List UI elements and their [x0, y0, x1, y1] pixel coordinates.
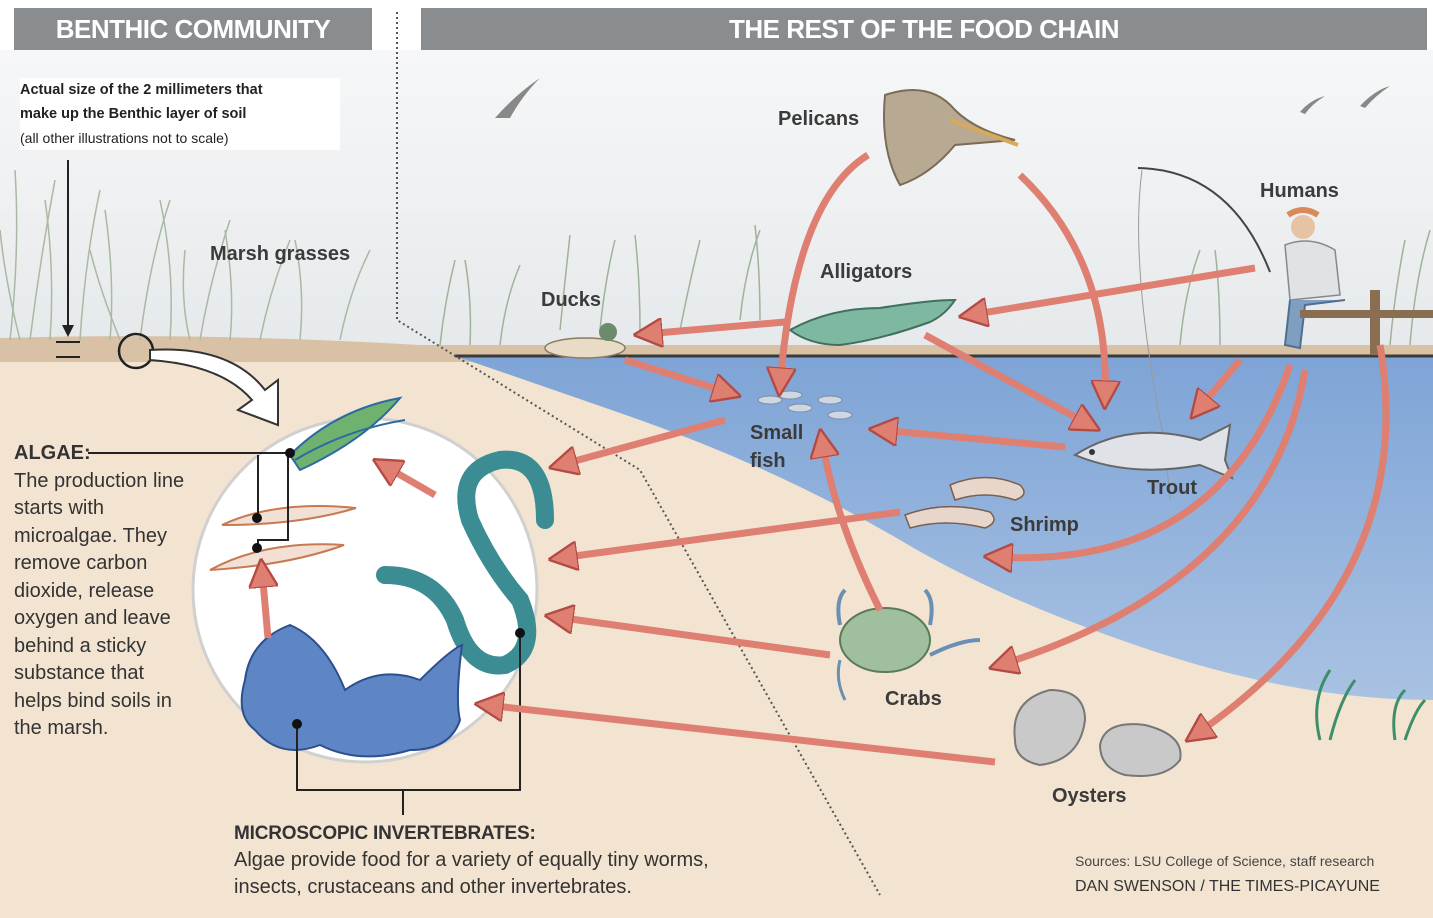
sources-text: Sources: LSU College of Science, staff r… [1075, 853, 1374, 869]
label-alligators: Alligators [820, 261, 912, 284]
label-small-fish-line1: Small [750, 422, 803, 445]
header-food-chain: THE REST OF THE FOOD CHAIN [421, 8, 1427, 50]
label-crabs: Crabs [885, 688, 942, 711]
label-shrimp: Shrimp [1010, 514, 1079, 537]
invertebrates-line-1: Algae provide food for a variety of equa… [234, 847, 854, 874]
invertebrates-description: MICROSCOPIC INVERTEBRATES: Algae provide… [234, 820, 854, 901]
header-benthic-community: BENTHIC COMMUNITY [14, 8, 372, 50]
label-ducks: Ducks [541, 289, 601, 312]
algae-body: The production line starts with microalg… [14, 468, 194, 743]
note-line-2: make up the Benthic layer of soil [20, 102, 340, 126]
algae-description: ALGAE: The production line starts with m… [14, 440, 194, 743]
note-line-3: (all other illustrations not to scale) [20, 130, 229, 146]
label-marsh-grasses: Marsh grasses [210, 243, 350, 266]
credit-text: DAN SWENSON / THE TIMES-PICAYUNE [1075, 878, 1380, 896]
label-small-fish-line2: fish [750, 450, 786, 473]
label-trout: Trout [1147, 477, 1197, 500]
label-humans: Humans [1260, 180, 1339, 203]
benthic-size-note: Actual size of the 2 millimeters that ma… [20, 78, 340, 150]
label-oysters: Oysters [1052, 785, 1127, 808]
invertebrates-line-2: insects, crustaceans and other invertebr… [234, 874, 854, 901]
label-pelicans: Pelicans [778, 108, 859, 131]
invertebrates-title: MICROSCOPIC INVERTEBRATES: [234, 820, 854, 847]
algae-title: ALGAE: [14, 440, 194, 468]
note-line-1: Actual size of the 2 millimeters that [20, 78, 340, 102]
